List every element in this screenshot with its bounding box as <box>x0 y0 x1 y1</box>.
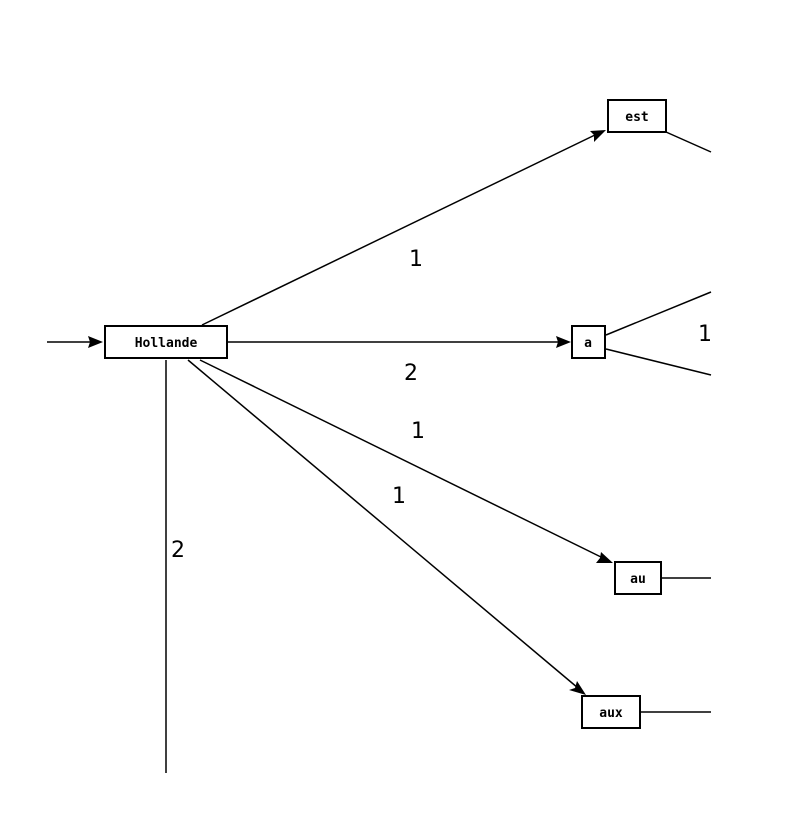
node-est-label: est <box>625 110 648 125</box>
edge-a-up-line <box>605 291 712 336</box>
node-hollande-box <box>104 325 228 359</box>
edge-weight-label: 1 <box>392 484 406 509</box>
node-est-box <box>607 99 667 133</box>
node-a-label: a <box>584 336 592 351</box>
edge-weight-label: 1 <box>409 247 423 272</box>
node-est[interactable]: est <box>607 99 667 133</box>
edge-hollande-au-line <box>199 359 604 559</box>
node-aux-box <box>581 695 641 729</box>
edge-weight-label: 1 <box>411 419 425 444</box>
edge-entry-arrowhead <box>88 336 103 348</box>
edge-a-down-line <box>605 348 712 376</box>
edge-hollande-a-arrowhead <box>556 336 571 348</box>
edge-est-out-line <box>665 131 712 153</box>
node-aux[interactable]: aux <box>581 695 641 729</box>
edge-hollande-est-line <box>201 133 598 326</box>
node-hollande-label: Hollande <box>135 336 198 351</box>
node-au-box <box>614 561 662 595</box>
edge-weight-label: 2 <box>171 538 185 563</box>
node-au[interactable]: au <box>614 561 662 595</box>
edge-hollande-est-arrowhead <box>590 130 606 142</box>
node-au-label: au <box>630 572 646 587</box>
edge-weight-label: 2 <box>404 361 418 386</box>
edge-hollande-aux-arrowhead <box>569 681 586 695</box>
edge-hollande-au-arrowhead <box>596 552 613 563</box>
edge-weight-label: 1 <box>698 322 712 347</box>
node-hollande[interactable]: Hollande <box>104 325 228 359</box>
node-a[interactable]: a <box>571 325 606 359</box>
node-aux-label: aux <box>599 706 623 721</box>
node-a-box <box>571 325 606 359</box>
edge-hollande-aux-line <box>187 359 579 689</box>
